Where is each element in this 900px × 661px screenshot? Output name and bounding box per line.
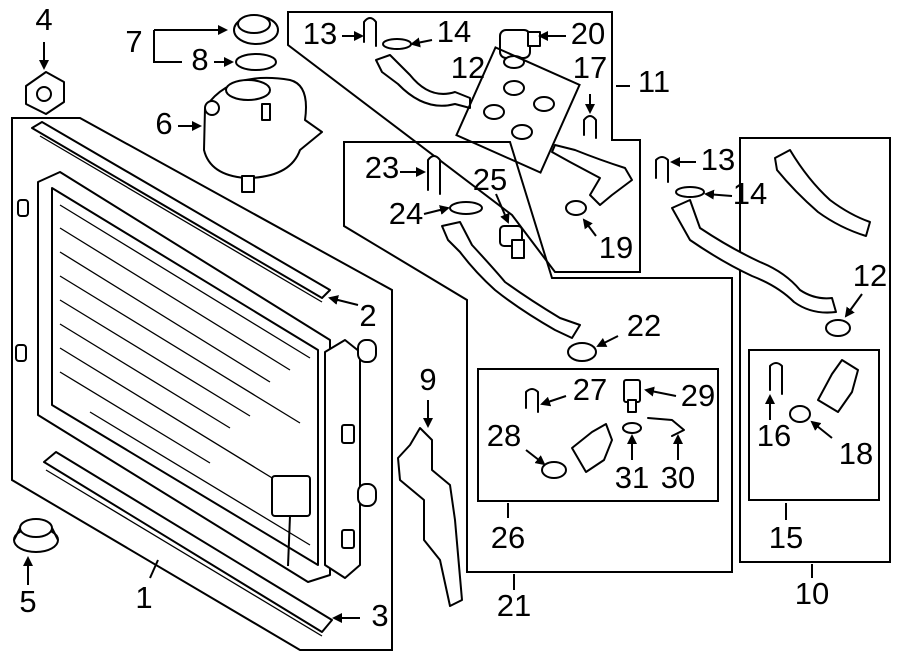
callout-22: 22 [627,308,661,343]
callout-28: 28 [487,418,521,453]
callout-14-top: 14 [437,14,471,49]
callout-2: 2 [359,298,376,333]
connector-25 [499,225,525,259]
callout-1: 1 [135,580,152,615]
connector-20 [499,29,541,69]
o-ring-14-top [382,38,412,50]
hose-group-21-outline [343,141,733,573]
connector-fitting-26 [571,423,613,473]
callout-13-right: 13 [701,142,735,177]
hose-group10-main [671,199,837,314]
callout-14-right: 14 [733,176,767,211]
hose-group11-lower [551,144,633,206]
callout-12-top: 12 [451,50,485,85]
callout-7: 7 [125,24,142,59]
callout-17: 17 [573,50,607,85]
callout-29: 29 [681,378,715,413]
callout-16: 16 [757,418,791,453]
connector-fitting-15 [817,359,859,413]
callout-27: 27 [573,372,607,407]
o-ring-31 [622,422,642,434]
subgroup-15-outline [748,349,880,501]
callout-20: 20 [571,16,605,51]
clip-23 [427,155,441,195]
callout-13-top: 13 [303,16,337,51]
radiator-mount-lower [13,518,59,553]
callout-labels: 4 5 1 2 3 6 7 8 9 13 14 12 20 17 11 19 2… [19,2,887,633]
radiator-fins [59,204,311,546]
o-ring-19 [565,200,587,216]
callout-5: 5 [19,584,36,619]
hose-upper-group11 [375,54,471,109]
callout-23: 23 [365,150,399,185]
hose-group10-upper [774,149,871,237]
o-ring-14-right [675,186,705,198]
o-ring-24 [449,201,483,215]
callout-4: 4 [35,2,52,37]
leader-lines [23,25,863,623]
hose-clamp-22 [567,342,597,362]
clamp-set-12-top [455,46,581,174]
temperature-sensor-29 [623,379,641,413]
callout-11: 11 [638,64,670,99]
callout-6: 6 [155,106,172,141]
o-ring-18 [789,405,811,423]
expansion-tank [203,76,323,193]
callout-9: 9 [419,362,436,397]
callout-31: 31 [615,460,649,495]
hose-group-10-outline [739,137,891,563]
air-guide [397,427,463,607]
callout-24: 24 [389,196,423,231]
clip-13-right [655,156,669,183]
radiator-mount-upper [25,71,65,115]
subgroup-26-outline [477,368,719,502]
callout-3: 3 [371,598,388,633]
radiator-group-outline [11,117,393,651]
callout-25: 25 [473,162,507,197]
callout-21: 21 [497,588,531,623]
clamp-12-right [825,319,851,337]
hose-group21 [441,221,581,339]
clip-17 [583,115,597,139]
clip-13-top [363,17,377,47]
callout-30: 30 [661,460,695,495]
callout-18: 18 [839,436,873,471]
expansion-tank-cap [233,14,279,45]
callout-10: 10 [795,576,829,611]
upper-seal-strip [31,121,331,299]
callout-19: 19 [599,230,633,265]
callout-26: 26 [491,520,525,555]
callout-12-right: 12 [853,258,887,293]
radiator-drawing [15,171,377,583]
hose-group-11-outline [287,11,641,273]
callout-15: 15 [769,520,803,555]
clip-27 [525,388,539,413]
callout-8: 8 [191,42,208,77]
clip-16 [769,362,783,395]
clip-30 [647,417,685,437]
o-ring-28 [541,461,567,479]
cap-seal-ring [235,53,277,71]
